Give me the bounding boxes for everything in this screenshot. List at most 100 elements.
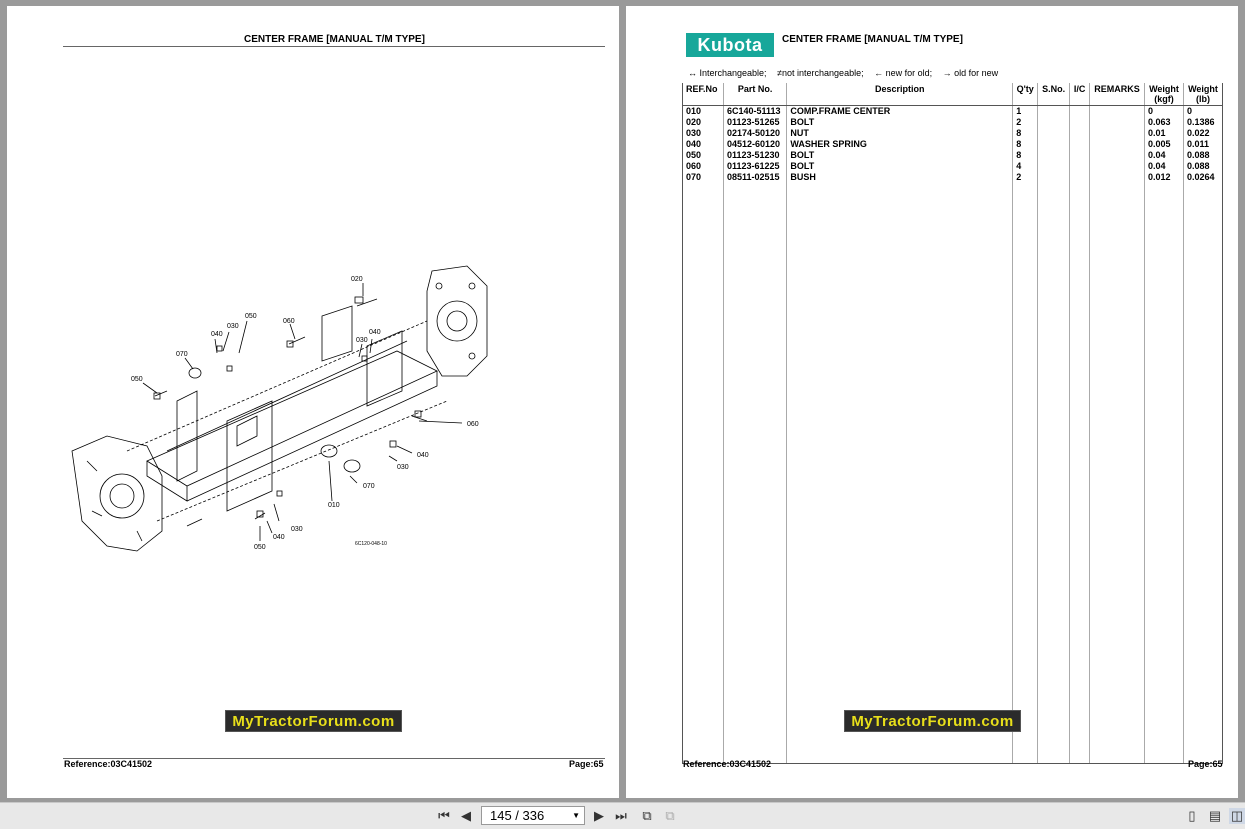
last-page-icon[interactable]: ⏭	[615, 808, 627, 823]
cell-ref: 010	[682, 105, 724, 117]
cell-remarks	[1089, 117, 1145, 128]
cell-part: 02174-50120	[722, 128, 787, 139]
cell-part: 04512-60120	[722, 139, 787, 150]
footer-page-number: Page:65	[1188, 759, 1223, 769]
cell-remarks	[1089, 128, 1145, 139]
svg-text:060: 060	[467, 421, 479, 428]
svg-text:050: 050	[254, 544, 266, 551]
cell-ref: 050	[682, 150, 724, 161]
cell-remarks	[1089, 139, 1145, 150]
table-row: 010 6C140-51113 COMP.FRAME CENTER 1 0 0	[682, 105, 1224, 117]
chevron-down-icon: ▼	[572, 811, 580, 820]
cell-desc: WASHER SPRING	[786, 139, 1013, 150]
cell-kgf: 0.005	[1144, 139, 1184, 150]
cell-sno	[1037, 161, 1070, 172]
cell-kgf: 0.063	[1144, 117, 1184, 128]
cell-qty: 8	[1012, 150, 1038, 161]
header-rule	[63, 46, 605, 47]
two-page-icon[interactable]: ◫	[1229, 808, 1245, 824]
cell-part: 01123-51265	[722, 117, 787, 128]
left-page: CENTER FRAME [MANUAL T/M TYPE]	[7, 6, 619, 798]
col-description: Description	[786, 83, 1013, 106]
page-title: CENTER FRAME [MANUAL T/M TYPE]	[782, 34, 963, 45]
cell-qty: 8	[1012, 128, 1038, 139]
legend-item: ← new for old;	[874, 68, 933, 78]
col-sno: S.No.	[1037, 83, 1070, 106]
cell-ref: 060	[682, 161, 724, 172]
cell-desc: BOLT	[786, 161, 1013, 172]
first-page-icon[interactable]: ⏮	[438, 808, 450, 823]
svg-text:040: 040	[211, 331, 223, 338]
cell-sno	[1037, 150, 1070, 161]
cell-sno	[1037, 128, 1070, 139]
table-header-row: REF.No Part No. Description Q'ty S.No. I…	[682, 83, 1224, 106]
col-ic: I/C	[1069, 83, 1090, 106]
cell-part: 08511-02515	[722, 172, 787, 183]
cell-kgf: 0.04	[1144, 150, 1184, 161]
page-indicator: 145 / 336	[490, 808, 545, 823]
single-page-icon[interactable]: ▯	[1188, 808, 1196, 823]
cell-remarks	[1089, 172, 1145, 183]
cell-lb: 0.011	[1182, 139, 1224, 150]
col-ref-no: REF.No	[682, 83, 724, 106]
fit-icon[interactable]: ⧉	[665, 808, 675, 823]
viewer-toolbar: ⏮ ◀ 145 / 336 ▼ ▶ ⏭ ⧉ ⧉ ▯ ▤ ◫	[0, 802, 1245, 829]
page-title: CENTER FRAME [MANUAL T/M TYPE]	[244, 34, 425, 45]
page-number-select[interactable]: 145 / 336 ▼	[481, 806, 585, 825]
svg-text:060: 060	[283, 318, 295, 325]
svg-text:030: 030	[291, 526, 303, 533]
cell-part: 01123-61225	[722, 161, 787, 172]
table-filler-row	[682, 183, 1224, 764]
cell-desc: BOLT	[786, 150, 1013, 161]
cell-qty: 1	[1012, 105, 1038, 117]
cell-remarks	[1089, 105, 1145, 117]
prev-page-icon[interactable]: ◀	[461, 808, 471, 823]
cell-ic	[1069, 105, 1090, 117]
cell-kgf: 0.012	[1144, 172, 1184, 183]
cell-sno	[1037, 172, 1070, 183]
exploded-parts-diagram: 020 050 060 040 030 070 050 040 030 060 …	[71, 265, 488, 552]
footer-reference: Reference:03C41502	[683, 759, 772, 769]
legend-item: → old for new	[942, 68, 999, 78]
cell-ref: 070	[682, 172, 724, 183]
legend-item: ≠not interchangeable;	[777, 68, 864, 78]
cell-qty: 8	[1012, 139, 1038, 150]
cell-lb: 0.0264	[1182, 172, 1224, 183]
cell-ic	[1069, 161, 1090, 172]
svg-text:040: 040	[417, 452, 429, 459]
cell-sno	[1037, 117, 1070, 128]
cell-qty: 2	[1012, 172, 1038, 183]
cell-qty: 2	[1012, 117, 1038, 128]
cell-desc: BOLT	[786, 117, 1013, 128]
continuous-icon[interactable]: ▤	[1208, 808, 1222, 823]
footer-reference: Reference:03C41502	[64, 759, 153, 769]
col-remarks: REMARKS	[1089, 83, 1145, 106]
footer-rule	[63, 758, 605, 759]
cell-kgf: 0.04	[1144, 161, 1184, 172]
cell-ic	[1069, 128, 1090, 139]
svg-text:070: 070	[363, 483, 375, 490]
cell-ic	[1069, 139, 1090, 150]
cell-lb: 0.088	[1182, 161, 1224, 172]
parts-table: REF.No Part No. Description Q'ty S.No. I…	[682, 83, 1224, 764]
svg-text:030: 030	[227, 323, 239, 330]
legend: ↔ Interchangeable; ≠not interchangeable;…	[688, 68, 1006, 78]
col-part-no: Part No.	[722, 83, 787, 106]
cell-lb: 0.1386	[1182, 117, 1224, 128]
svg-text:040: 040	[369, 329, 381, 336]
rotate-icon[interactable]: ⧉	[642, 808, 652, 823]
svg-text:040: 040	[273, 534, 285, 541]
callout-labels: 020 050 060 040 030 070 050 040 030 060 …	[131, 276, 479, 551]
cell-ic	[1069, 172, 1090, 183]
footer-page-number: Page:65	[569, 759, 604, 769]
legend-item: ↔ Interchangeable;	[688, 68, 767, 78]
svg-text:010: 010	[328, 502, 340, 509]
next-page-icon[interactable]: ▶	[594, 808, 604, 823]
table-row: 060 01123-61225 BOLT 4 0.04 0.088	[682, 161, 1224, 172]
cell-sno	[1037, 139, 1070, 150]
cell-remarks	[1089, 161, 1145, 172]
watermark-logo: MyTractorForum.com	[225, 710, 402, 732]
cell-lb: 0.088	[1182, 150, 1224, 161]
watermark-logo: MyTractorForum.com	[844, 710, 1021, 732]
svg-text:070: 070	[176, 351, 188, 358]
